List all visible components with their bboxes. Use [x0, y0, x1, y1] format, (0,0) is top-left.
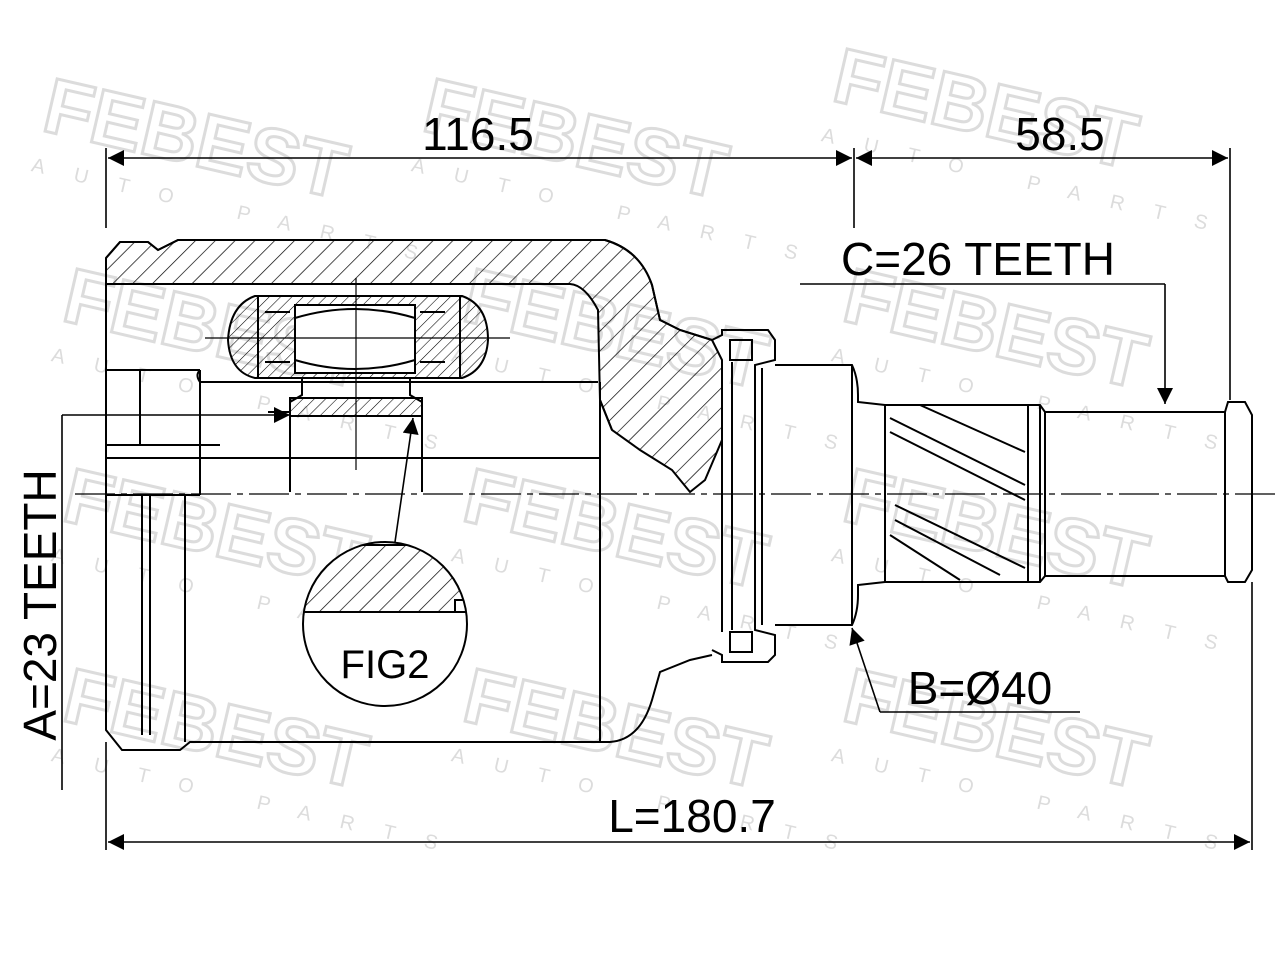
dim-top-right-label: 58.5 — [1015, 108, 1105, 160]
label-c-text: C=26 TEETH — [841, 233, 1115, 285]
cv-joint-drawing — [75, 239, 1275, 751]
dimension-58-5: 58.5 — [856, 108, 1231, 400]
spline-shaft — [884, 401, 1253, 583]
dimension-116-5: 116.5 — [105, 108, 855, 228]
label-l-text: L=180.7 — [608, 790, 776, 842]
shaft-flange — [711, 329, 776, 663]
label-b-diameter: B=Ø40 — [849, 627, 1080, 714]
housing-body-outline — [105, 284, 713, 751]
label-a-text: A=23 TEETH — [14, 469, 66, 740]
label-c-teeth: C=26 TEETH — [800, 233, 1173, 404]
label-b-text: B=Ø40 — [908, 662, 1053, 714]
fig2-detail: FIG2 — [302, 417, 468, 707]
dim-top-left-label: 116.5 — [422, 108, 534, 160]
fig2-label: FIG2 — [341, 643, 430, 687]
label-a-teeth: A=23 TEETH — [14, 407, 290, 790]
dimension-overall-length: L=180.7 — [105, 582, 1253, 850]
